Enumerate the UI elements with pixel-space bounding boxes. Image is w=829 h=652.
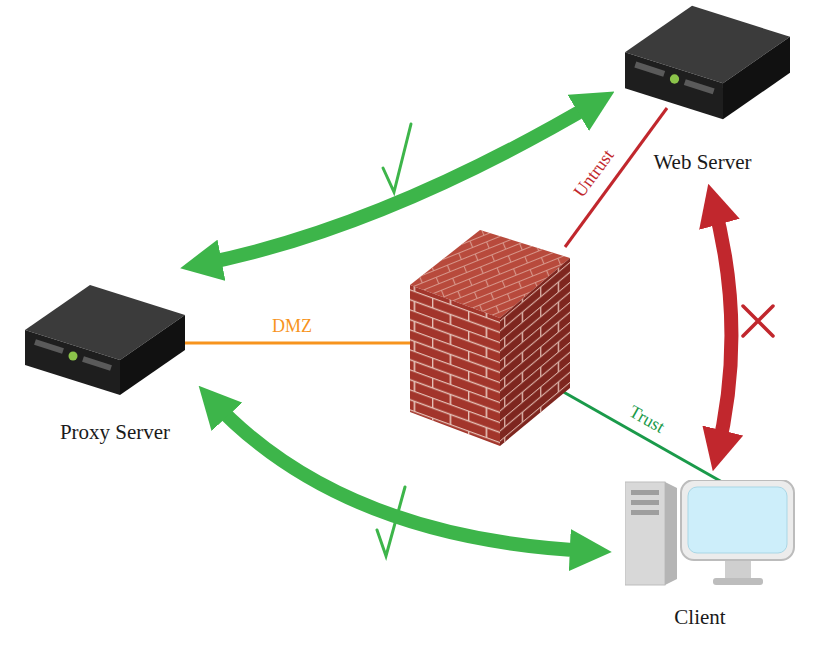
server-node: Web Server: [600, 0, 805, 200]
server-node: Proxy Server: [20, 265, 210, 450]
node-icon: [625, 5, 790, 120]
node-label: Client: [595, 605, 805, 630]
server-icon: [625, 5, 790, 120]
traffic-arrow: [713, 200, 732, 455]
node-label: Web Server: [600, 150, 805, 175]
node-label: Proxy Server: [20, 420, 210, 445]
zone-label: DMZ: [272, 316, 312, 337]
server-node: Client: [595, 455, 805, 640]
trust-wire: [560, 390, 722, 482]
zone-label: Untrust: [569, 145, 618, 201]
server-icon: [25, 285, 185, 395]
node-icon: [25, 285, 185, 395]
node-icon: [625, 480, 795, 590]
check-mark: [383, 124, 411, 192]
traffic-arrow: [210, 398, 595, 551]
untrust-wire: [565, 108, 667, 247]
client-computer-icon: [625, 480, 795, 590]
firewall: [410, 230, 570, 446]
cross-mark: [743, 306, 773, 336]
traffic-arrow: [197, 100, 600, 265]
dmz-wire: [185, 342, 412, 345]
